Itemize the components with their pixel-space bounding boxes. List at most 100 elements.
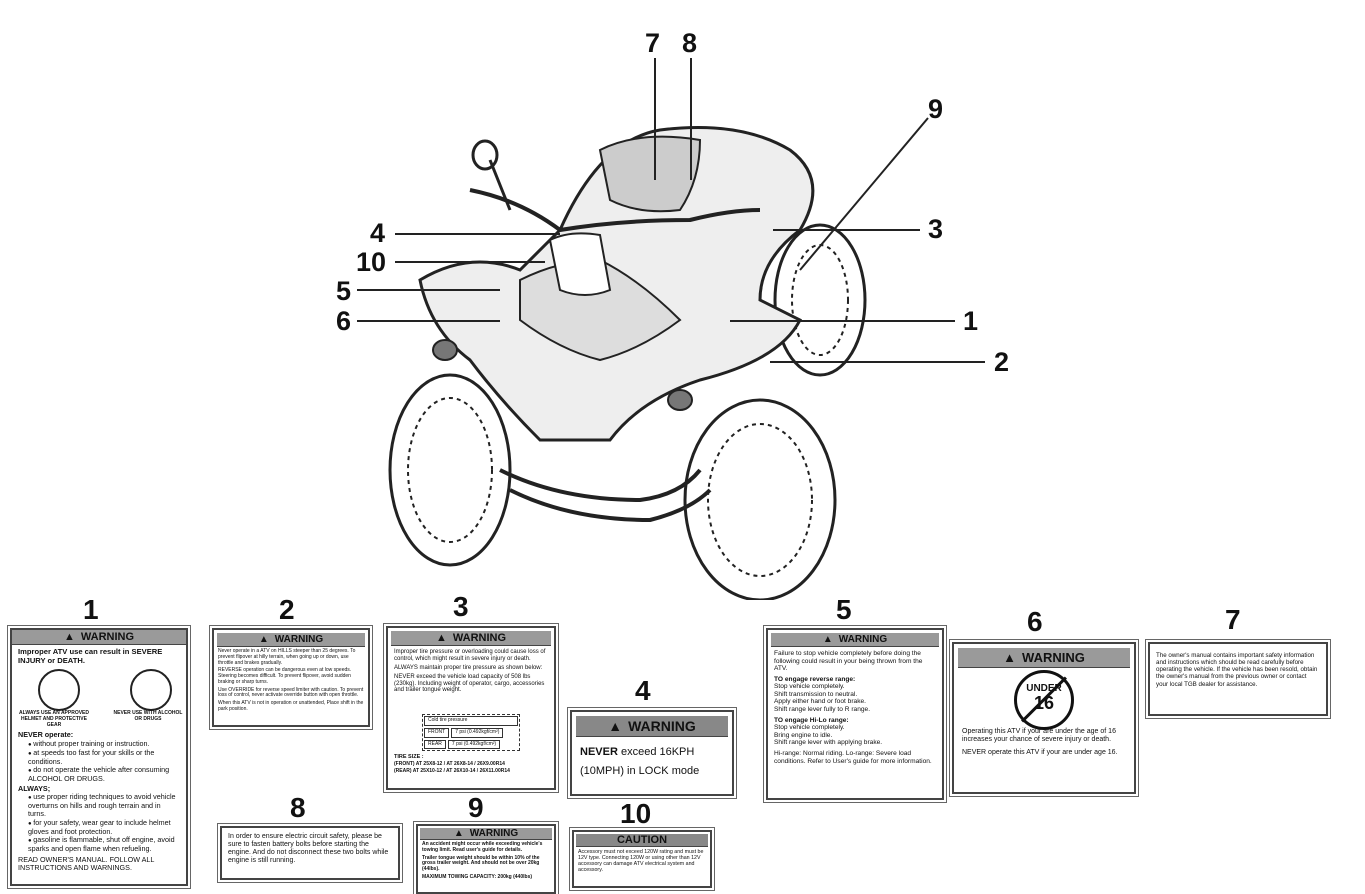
info-label-8: In order to ensure electric circuit safe… bbox=[220, 826, 400, 880]
label-4-never: NEVER bbox=[580, 746, 618, 758]
label-number-10: 10 bbox=[620, 798, 652, 829]
label-10-text: Accessory must not exceed 120W rating an… bbox=[578, 849, 704, 874]
warning-label-1: ▲ WARNING Improper ATV use can result in … bbox=[10, 628, 188, 886]
label-number-6: 6 bbox=[1027, 606, 1043, 637]
label-3-tbl-front: FRONT bbox=[424, 727, 450, 738]
warning-label-9: ▲ WARNING An accident might occur while e… bbox=[416, 824, 556, 894]
label-1-icon1-caption: ALWAYS USE AN APPROVED HELMET AND PROTEC… bbox=[18, 710, 89, 728]
label-2-header: WARNING bbox=[274, 634, 324, 645]
label-number-2: 2 bbox=[279, 594, 295, 625]
label-1-footer: READ OWNER'S MANUAL. FOLLOW ALL INSTRUCT… bbox=[18, 855, 155, 873]
label-3-tbl-rear: REAR bbox=[424, 739, 446, 750]
label-10-header: CAUTION bbox=[576, 834, 708, 847]
label-3-tire-title: TIRE SIZE : bbox=[394, 754, 424, 760]
helmet-icon bbox=[38, 669, 80, 712]
label-5-hilo-item: Stop vehicle completely. bbox=[774, 724, 845, 732]
info-label-7: The owner's manual contains important sa… bbox=[1148, 642, 1328, 716]
label-1-always-title: ALWAYS; bbox=[18, 783, 51, 793]
callout-line-9 bbox=[799, 117, 929, 271]
label-3-tire-front: (FRONT) AT 25X8-12 / AT 26X8-14 / 26X9.0… bbox=[394, 761, 505, 767]
label-5-p1: Failure to stop vehicle completely befor… bbox=[774, 650, 923, 673]
callout-number-5: 5 bbox=[336, 276, 352, 306]
label-5-hilo-title: TO engage Hi-Lo range: bbox=[774, 716, 849, 724]
label-3-p3: NEVER exceed the vehicle load capacity o… bbox=[394, 673, 545, 694]
warning-triangle-icon: ▲ bbox=[258, 634, 269, 645]
label-2-item: Use OVERRIDE for reverse speed limiter w… bbox=[218, 686, 364, 699]
label-5-rev-item: Stop vehicle completely. bbox=[774, 683, 845, 691]
label-4-header: WARNING bbox=[628, 718, 696, 734]
warning-triangle-icon: ▲ bbox=[435, 632, 447, 644]
label-3-tbl-head: Cold tire pressure bbox=[424, 716, 518, 726]
callout-number-10: 10 bbox=[356, 247, 387, 277]
label-3-tire-rear: (REAR) AT 25X10-12 / AT 26X10-14 / 26X11… bbox=[394, 768, 510, 774]
label-5-header: WARNING bbox=[838, 634, 888, 645]
warning-triangle-icon: ▲ bbox=[453, 828, 464, 839]
label-7-text: The owner's manual contains important sa… bbox=[1156, 652, 1318, 688]
callout-number-9: 9 bbox=[928, 94, 944, 124]
label-5-hilo-item: Bring engine to idle. bbox=[774, 731, 833, 739]
label-9-p3: MAXIMUM TOWING CAPACITY: 200kg (440lbs) bbox=[422, 873, 533, 880]
label-number-4: 4 bbox=[635, 675, 651, 706]
label-3-tbl-rear-val: 7 psi (0.492kgf/cm²) bbox=[447, 739, 501, 750]
front-left-wheel bbox=[388, 373, 512, 567]
callout-number-4: 4 bbox=[370, 218, 386, 248]
callout-number-8: 8 bbox=[682, 28, 698, 58]
callout-number-7: 7 bbox=[645, 28, 661, 58]
label-2-item: Never operate in a ATV on HILLS steeper … bbox=[218, 648, 356, 666]
label-5-rev-item: Shift range lever fully to R range. bbox=[774, 706, 871, 714]
label-6-header: WARNING bbox=[1022, 650, 1085, 665]
label-5-p2: Hi-range: Normal riding. Lo-range: Sever… bbox=[774, 749, 932, 765]
label-6-badge-top: UNDER bbox=[1026, 683, 1062, 694]
warning-triangle-icon: ▲ bbox=[1003, 650, 1017, 665]
label-number-1: 1 bbox=[83, 594, 99, 625]
label-5-rev-title: TO engage reverse range: bbox=[774, 675, 856, 683]
label-8-text: In order to ensure electric circuit safe… bbox=[228, 833, 389, 865]
label-1-never-item: without proper training or instruction. bbox=[28, 739, 180, 749]
atv-illustration bbox=[357, 58, 985, 600]
label-number-9: 9 bbox=[468, 792, 484, 823]
label-number-3: 3 bbox=[453, 591, 469, 622]
caution-label-10: CAUTION Accessory must not exceed 120W r… bbox=[572, 830, 712, 888]
callout-number-3: 3 bbox=[928, 214, 944, 244]
label-5-hilo-item: Shift range lever with applying brake. bbox=[774, 739, 883, 747]
no-alcohol-icon bbox=[130, 669, 172, 712]
label-2-item: REVERSE operation can be dangerous even … bbox=[218, 667, 352, 685]
label-6-p2: NEVER operate this ATV if your are under… bbox=[962, 749, 1118, 757]
warning-triangle-icon: ▲ bbox=[822, 634, 833, 645]
label-number-8: 8 bbox=[290, 792, 306, 823]
label-1-always-item: gasoline is flammable, shut off engine, … bbox=[28, 835, 180, 853]
callout-number-6: 6 bbox=[336, 306, 352, 336]
warning-triangle-icon: ▲ bbox=[608, 718, 623, 734]
warning-label-6: ▲WARNING UNDER 16 Operating this ATV if … bbox=[952, 642, 1136, 794]
warning-label-2: ▲ WARNING Never operate in a ATV on HILLS… bbox=[212, 628, 370, 727]
label-3-tbl-front-val: 7 psi (0.492kgf/cm²) bbox=[451, 727, 504, 738]
label-1-never-title: NEVER operate: bbox=[18, 730, 74, 740]
label-6-badge-num: 16 bbox=[1033, 693, 1055, 713]
under-16-badge: UNDER 16 bbox=[1014, 670, 1074, 730]
label-1-always-item: for your safety, wear gear to include he… bbox=[28, 818, 180, 836]
label-9-p2: Trailer tongue weight should be within 1… bbox=[422, 854, 540, 872]
warning-label-5: ▲ WARNING Failure to stop vehicle complet… bbox=[766, 628, 944, 800]
label-1-never-item: at speeds too fast for your skills or th… bbox=[28, 748, 180, 766]
label-1-headline: Improper ATV use can result in SEVERE IN… bbox=[18, 647, 163, 665]
callout-number-2: 2 bbox=[994, 347, 1010, 377]
label-5-rev-item: Shift transmission to neutral. bbox=[774, 690, 858, 698]
label-3-header: WARNING bbox=[452, 632, 507, 644]
label-1-icon2-caption: NEVER USE WITH ALCOHOL OR DRUGS bbox=[113, 710, 183, 723]
callout-number-1: 1 bbox=[963, 306, 979, 336]
label-number-5: 5 bbox=[836, 594, 852, 625]
label-1-always-item: use proper riding techniques to avoid ve… bbox=[28, 793, 180, 819]
label-1-header: WARNING bbox=[80, 631, 135, 643]
label-4-line2: (10MPH) in LOCK mode bbox=[580, 764, 700, 777]
warning-label-4: ▲ WARNING NEVER exceed 16KPH (10MPH) in L… bbox=[570, 710, 734, 796]
warning-label-3: ▲WARNING Improper tire pressure or overl… bbox=[386, 626, 556, 790]
label-3-p2: ALWAYS maintain proper tire pressure as … bbox=[394, 664, 543, 671]
label-9-header: WARNING bbox=[469, 828, 519, 839]
label-5-rev-item: Apply either hand or foot brake. bbox=[774, 698, 867, 706]
label-9-p1: An accident might occur while exceeding … bbox=[422, 841, 543, 853]
label-4-line1: exceed 16KPH bbox=[617, 746, 695, 758]
rear-right-wheel bbox=[773, 223, 867, 377]
warning-triangle-icon: ▲ bbox=[63, 631, 75, 643]
label-number-7: 7 bbox=[1225, 604, 1241, 635]
